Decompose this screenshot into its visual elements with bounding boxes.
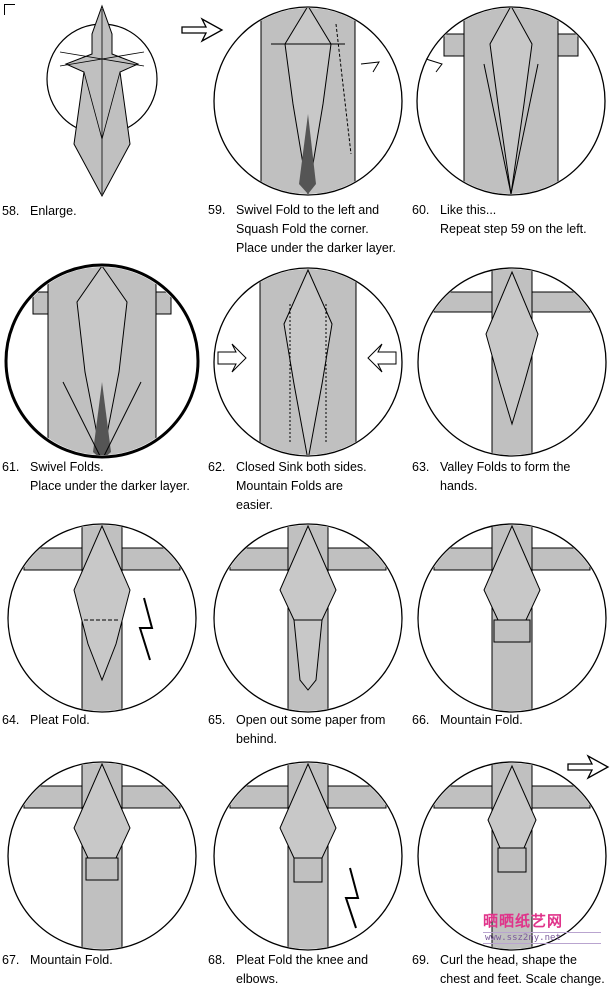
step-text-line: Mountain Folds are	[208, 477, 367, 496]
step-number: 61.	[2, 458, 30, 477]
step-text-line: Mountain Fold.	[30, 953, 113, 967]
caption-step-64: 64.Pleat Fold.	[2, 711, 90, 730]
diagram-step-68	[210, 758, 406, 954]
step-number: 64.	[2, 711, 30, 730]
caption-step-66: 66.Mountain Fold.	[412, 711, 523, 730]
step-text-line: easier.	[208, 496, 367, 515]
step-text-line: Place under the darker layer.	[2, 477, 190, 496]
step-number: 62.	[208, 458, 236, 477]
step-text-line: Pleat Fold.	[30, 713, 90, 727]
step-number: 66.	[412, 711, 440, 730]
step-text-line: Swivel Fold to the left and	[236, 203, 379, 217]
caption-step-61: 61.Swivel Folds. Place under the darker …	[2, 458, 190, 496]
caption-step-58: 58.Enlarge.	[2, 202, 77, 221]
caption-step-62: 62.Closed Sink both sides. Mountain Fold…	[208, 458, 367, 515]
step-number: 65.	[208, 711, 236, 730]
caption-step-60: 60.Like this... Repeat step 59 on the le…	[412, 201, 587, 239]
step-text-line: behind.	[208, 730, 385, 749]
step-text-line: chest and feet. Scale change.	[412, 970, 605, 989]
diagram-step-61	[3, 262, 201, 460]
caption-step-69: 69.Curl the head, shape the chest and fe…	[412, 951, 605, 989]
step-text-line: hands.	[412, 477, 570, 496]
caption-step-68: 68.Pleat Fold the knee and elbows.	[208, 951, 368, 989]
diagram-step-64	[4, 520, 200, 716]
caption-step-59: 59.Swivel Fold to the left and Squash Fo…	[208, 201, 396, 258]
step-text-line: Pleat Fold the knee and	[236, 953, 368, 967]
step-text-line: Curl the head, shape the	[440, 953, 577, 967]
step-number: 69.	[412, 951, 440, 970]
step-text-line: Mountain Fold.	[440, 713, 523, 727]
diagram-step-58	[40, 4, 170, 199]
watermark: 晒晒纸艺网 www.ssz2ny.net	[483, 910, 601, 944]
watermark-url: www.ssz2ny.net	[483, 932, 601, 944]
diagram-step-60	[414, 4, 608, 200]
diagram-step-67	[4, 758, 200, 954]
step-number: 58.	[2, 202, 30, 221]
caption-step-67: 67.Mountain Fold.	[2, 951, 113, 970]
caption-step-65: 65.Open out some paper from behind.	[208, 711, 385, 749]
step-text-line: Enlarge.	[30, 204, 77, 218]
step-text-line: elbows.	[208, 970, 368, 989]
step-text-line: Place under the darker layer.	[208, 239, 396, 258]
step-number: 67.	[2, 951, 30, 970]
step-number: 68.	[208, 951, 236, 970]
diagram-step-59	[211, 4, 405, 200]
corner-mark	[4, 4, 15, 15]
watermark-logo: 晒晒纸艺网	[483, 910, 601, 931]
diagram-step-66	[414, 520, 610, 716]
step-number: 63.	[412, 458, 440, 477]
step-text-line: Like this...	[440, 203, 496, 217]
step-number: 60.	[412, 201, 440, 220]
step-text-line: Squash Fold the corner.	[208, 220, 396, 239]
step-text-line: Valley Folds to form the	[440, 460, 570, 474]
step-text-line: Swivel Folds.	[30, 460, 104, 474]
step-text-line: Repeat step 59 on the left.	[412, 220, 587, 239]
diagram-step-62	[210, 264, 406, 460]
diagram-step-63	[414, 264, 610, 460]
step-number: 59.	[208, 201, 236, 220]
step-text-line: Closed Sink both sides.	[236, 460, 367, 474]
step-text-line: Open out some paper from	[236, 713, 385, 727]
diagram-step-65	[210, 520, 406, 716]
caption-step-63: 63.Valley Folds to form the hands.	[412, 458, 570, 496]
